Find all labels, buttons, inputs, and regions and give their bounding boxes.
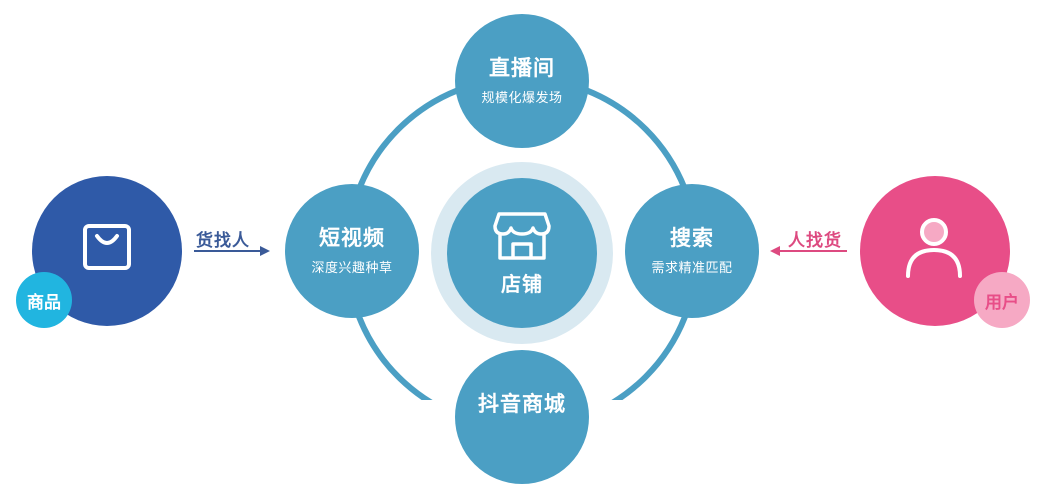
node-livestream: 直播间 规模化爆发场 [455, 14, 589, 148]
node-mall: 抖音商城 [455, 350, 589, 484]
node-short-video-subtitle: 深度兴趣种草 [311, 261, 393, 277]
node-search-subtitle: 需求精准匹配 [651, 261, 733, 277]
user-badge-label: 用户 [985, 292, 1019, 313]
node-search-title: 搜索 [670, 225, 714, 250]
node-livestream-subtitle: 规模化爆发场 [481, 91, 563, 107]
shopping-bag-icon [83, 224, 131, 270]
node-livestream-title: 直播间 [489, 55, 555, 80]
center-node-store: 店铺 [447, 178, 597, 328]
left-arrow [194, 246, 270, 256]
right-arrow [770, 246, 847, 256]
center-title: 店铺 [501, 271, 543, 296]
node-short-video: 短视频 深度兴趣种草 [285, 184, 419, 318]
storefront-icon [493, 211, 551, 260]
left-arrow-label: 货找人 [196, 231, 250, 251]
node-short-video-title: 短视频 [319, 225, 385, 250]
node-search: 搜索 需求精准匹配 [625, 184, 759, 318]
product-badge: 商品 [16, 272, 72, 328]
user-icon [906, 218, 962, 278]
node-mall-title: 抖音商城 [478, 392, 566, 416]
product-badge-label: 商品 [27, 292, 61, 313]
right-arrow-label: 人找货 [788, 231, 842, 251]
user-badge: 用户 [974, 272, 1030, 328]
